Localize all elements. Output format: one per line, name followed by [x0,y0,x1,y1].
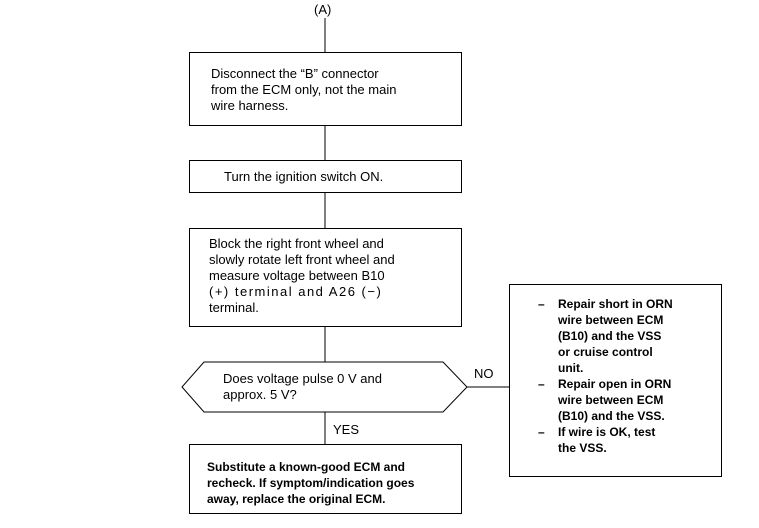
final-line-2: recheck. If symptom/indication goes [207,476,415,490]
remedy-2-line-1: Repair open in ORN [558,377,672,391]
remedy-1-dash: – [538,297,545,311]
final-line-3: away, replace the original ECM. [207,492,386,506]
final-box: Substitute a known-good ECM and recheck.… [189,444,462,514]
step3-box: Block the right front wheel and slowly r… [189,228,462,327]
step3-line-4: (+) terminal and A26 (−) [209,284,383,299]
step3-line-1: Block the right front wheel and [209,236,384,251]
remedy-2-line-3: (B10) and the VSS. [558,409,665,423]
remedy-3-dash: – [538,425,545,439]
final-line-1: Substitute a known-good ECM and [207,460,405,474]
remedy-2-line-2: wire between ECM [558,393,664,407]
remedy-1-line-2: wire between ECM [558,313,664,327]
remedy-box: – Repair short in ORN wire between ECM (… [509,284,722,477]
remedy-1-line-5: unit. [558,361,584,375]
yes-label: YES [333,422,360,437]
remedy-1-line-3: (B10) and the VSS [558,329,662,343]
remedy-2-dash: – [538,377,545,391]
decision-line-2: approx. 5 V? [223,387,297,402]
step3-line-5: terminal. [209,300,259,315]
decision-shape [181,361,468,413]
remedy-3-line-2: the VSS. [558,441,607,455]
step3-line-2: slowly rotate left front wheel and [209,252,395,267]
step1-line-2: from the ECM only, not the main [211,82,397,97]
step1-box: Disconnect the “B” connector from the EC… [189,52,462,126]
remedy-1-line-1: Repair short in ORN [558,297,673,311]
step1-line-1: Disconnect the “B” connector [211,66,379,81]
remedy-1-line-4: or cruise control [558,345,653,359]
step1-line-3: wire harness. [211,98,289,113]
remedy-3-line-1: If wire is OK, test [558,425,656,439]
decision-line-1: Does voltage pulse 0 V and [223,371,382,386]
start-label: (A) [314,2,332,17]
no-label: NO [474,366,494,381]
step3-line-3: measure voltage between B10 [209,268,385,283]
step2-box: Turn the ignition switch ON. [189,160,462,193]
step2-line-1: Turn the ignition switch ON. [224,169,384,184]
